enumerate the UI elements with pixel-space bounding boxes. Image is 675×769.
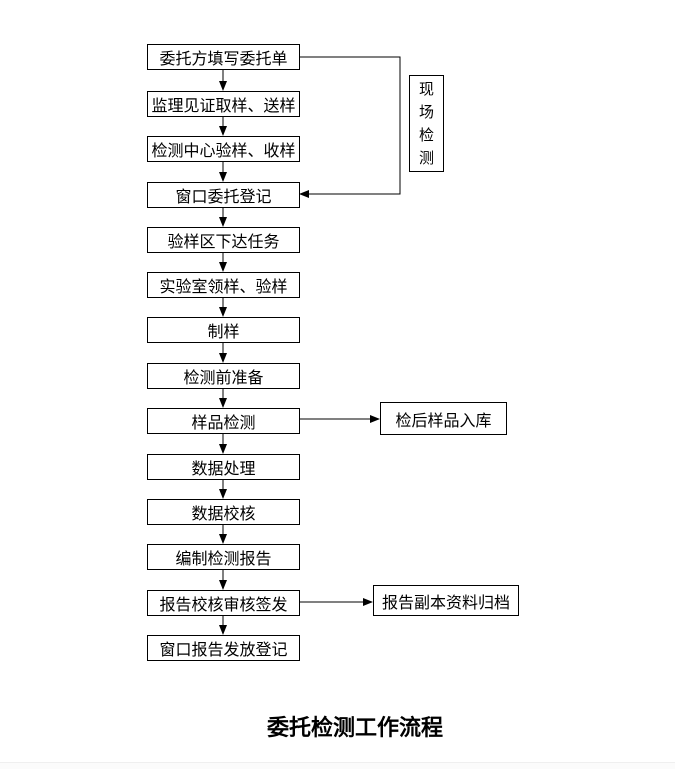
onsite-testing-label: 现场检测	[418, 80, 434, 167]
page-bottom-edge	[0, 762, 675, 769]
flow-step-assign-task: 验样区下达任务	[147, 227, 300, 253]
flow-step-window-register: 窗口委托登记	[147, 182, 300, 208]
flow-step-pretest-prep: 检测前准备	[147, 363, 300, 389]
flow-step-compile-report: 编制检测报告	[147, 544, 300, 570]
flow-step-center-receive: 检测中心验样、收样	[147, 136, 300, 162]
flow-step-sample-test: 样品检测	[147, 408, 300, 434]
flow-step-witness-sample: 监理见证取样、送样	[147, 91, 300, 117]
flow-step-data-process: 数据处理	[147, 454, 300, 480]
flow-step-make-sample: 制样	[147, 317, 300, 343]
flow-step-report-archive: 报告副本资料归档	[373, 585, 519, 616]
flow-step-entrust-form: 委托方填写委托单	[147, 44, 300, 70]
onsite-testing-box: 现场检测	[409, 75, 444, 172]
arrow-onsite-loop	[299, 56, 401, 198]
flow-step-lab-receive: 实验室领样、验样	[147, 272, 300, 298]
flow-step-sample-storage: 检后样品入库	[380, 402, 507, 435]
diagram-title: 委托检测工作流程	[266, 715, 443, 740]
flow-step-data-check: 数据校核	[147, 499, 300, 525]
flow-step-report-sign: 报告校核审核签发	[147, 590, 300, 616]
flow-step-report-issue: 窗口报告发放登记	[147, 635, 300, 661]
